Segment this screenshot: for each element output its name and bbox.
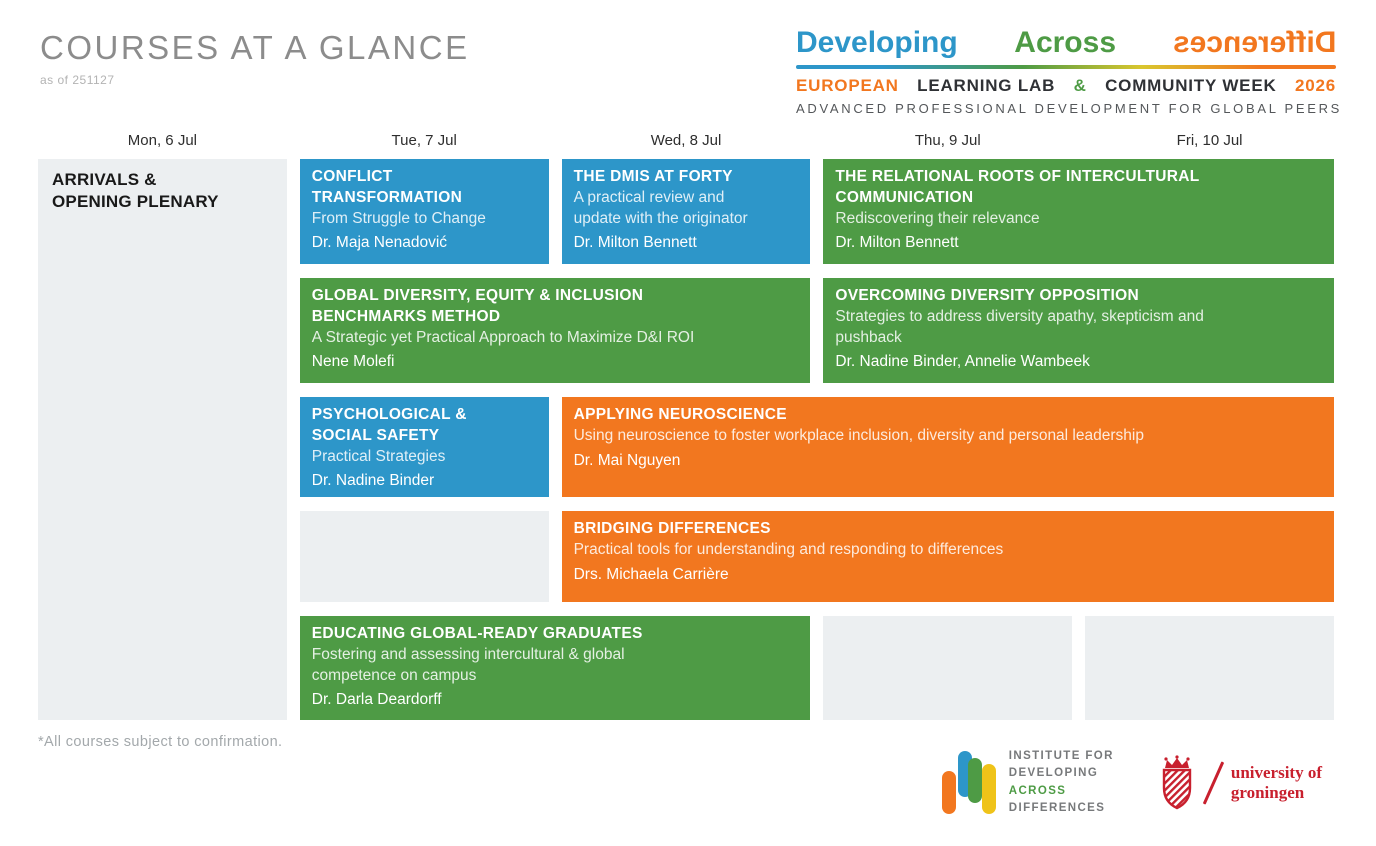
course-card-dmis-at-forty: THE DMIS AT FORTY A practical review and… <box>561 159 811 264</box>
title-block: COURSES AT A GLANCE as of 251127 <box>40 29 470 88</box>
course-subtitle: From Struggle to Change <box>311 209 486 227</box>
wordmark-developing: Developing <box>796 26 958 59</box>
course-presenter: Dr. Mai Nguyen <box>573 451 681 469</box>
empty-cell-tue-row4 <box>299 511 549 602</box>
course-subtitle: Using neuroscience to foster workplace i… <box>573 426 1144 444</box>
institute-logo-icon <box>941 751 997 814</box>
empty-cell-thu-row5 <box>823 616 1073 720</box>
course-presenter: Dr. Darla Deardorff <box>311 691 442 709</box>
course-presenter: Dr. Milton Bennett <box>835 234 959 252</box>
course-title: APPLYING NEUROSCIENCE <box>573 406 787 423</box>
groningen-logo-text: university of groningen <box>1230 762 1322 802</box>
course-card-applying-neuroscience: APPLYING NEUROSCIENCE Using neuroscience… <box>561 397 1334 497</box>
course-card-bridging-differences: BRIDGING DIFFERENCES Practical tools for… <box>561 511 1334 602</box>
course-subtitle: Practical tools for understanding and re… <box>573 540 1004 558</box>
groningen-crest-icon <box>1162 754 1192 809</box>
course-title: CONFLICT TRANSFORMATION <box>311 168 463 206</box>
course-title: THE RELATIONAL ROOTS OF INTERCULTURAL CO… <box>835 168 1200 206</box>
course-title: GLOBAL DIVERSITY, EQUITY & INCLUSION BEN… <box>311 287 644 325</box>
course-card-relational-roots: THE RELATIONAL ROOTS OF INTERCULTURAL CO… <box>823 159 1334 264</box>
footer-logos: INSTITUTE FOR DEVELOPING ACROSS DIFFEREN… <box>941 748 1322 817</box>
course-title: THE DMIS AT FORTY <box>573 168 733 185</box>
day-header-row: Mon, 6 Jul Tue, 7 Jul Wed, 8 Jul Thu, 9 … <box>38 132 1334 152</box>
as-of-date: as of 251127 <box>40 73 115 88</box>
empty-cell-fri-row5 <box>1085 616 1334 720</box>
institute-text-line1: INSTITUTE FOR <box>1008 750 1114 762</box>
gradient-rule <box>796 65 1336 69</box>
brand-logo: Developing Across Differences EUROPEAN L… <box>796 26 1343 116</box>
course-presenter: Dr. Milton Bennett <box>573 234 697 252</box>
schedule-grid: ARRIVALS & OPENING PLENARY CONFLICT TRAN… <box>38 159 1334 720</box>
course-title: PSYCHOLOGICAL & SOCIAL SAFETY <box>311 406 467 444</box>
day-header-wed: Wed, 8 Jul <box>650 132 722 149</box>
course-title: OVERCOMING DIVERSITY OPPOSITION <box>835 287 1139 304</box>
tagline-learning-lab: LEARNING LAB <box>917 76 1056 95</box>
logo-bar-yellow <box>981 764 996 814</box>
day-header-fri: Fri, 10 Jul <box>1176 132 1243 149</box>
wordmark-differences-mirrored: Differences <box>1172 26 1336 59</box>
course-card-conflict-transformation: CONFLICT TRANSFORMATION From Struggle to… <box>299 159 549 264</box>
tagline-community-week: COMMUNITY WEEK <box>1105 76 1277 95</box>
day-header-mon: Mon, 6 Jul <box>127 132 197 149</box>
logo-bar-orange <box>941 771 956 814</box>
arrivals-opening-plenary-block: ARRIVALS & OPENING PLENARY <box>38 159 287 720</box>
wordmark-across: Across <box>1014 26 1116 59</box>
brand-subline: ADVANCED PROFESSIONAL DEVELOPMENT FOR GL… <box>796 101 1343 116</box>
course-subtitle: Practical Strategies <box>311 447 446 465</box>
course-subtitle: Rediscovering their relevance <box>835 209 1040 227</box>
institute-text-line3: ACROSS <box>1008 784 1067 797</box>
institute-text-line2: DEVELOPING <box>1008 767 1099 780</box>
course-presenter: Nene Molefi <box>311 353 395 371</box>
day-header-thu: Thu, 9 Jul <box>914 132 981 149</box>
course-title: EDUCATING GLOBAL-READY GRADUATES <box>311 625 643 642</box>
course-subtitle: A Strategic yet Practical Approach to Ma… <box>311 328 695 346</box>
course-presenter: Dr. Nadine Binder <box>311 472 435 490</box>
brand-tagline: EUROPEAN LEARNING LAB & COMMUNITY WEEK 2… <box>796 76 1336 96</box>
header: COURSES AT A GLANCE as of 251127 Develop… <box>0 0 1376 132</box>
page-title: COURSES AT A GLANCE <box>40 29 470 66</box>
institute-logo-text: INSTITUTE FOR DEVELOPING ACROSS DIFFEREN… <box>1009 748 1114 817</box>
university-of-groningen-logo: university of groningen <box>1156 754 1322 811</box>
course-subtitle: Strategies to address diversity apathy, … <box>835 307 1204 346</box>
tagline-year: 2026 <box>1294 76 1336 95</box>
tagline-european: EUROPEAN <box>796 76 899 95</box>
groningen-slash-icon <box>1202 760 1225 805</box>
brand-wordmark: Developing Across Differences <box>796 26 1336 59</box>
course-card-educating-global-ready-graduates: EDUCATING GLOBAL-READY GRADUATES Fosteri… <box>299 616 811 720</box>
course-card-overcoming-diversity-opposition: OVERCOMING DIVERSITY OPPOSITION Strategi… <box>823 278 1334 383</box>
course-title: BRIDGING DIFFERENCES <box>573 520 771 537</box>
course-card-gdeib-benchmarks: GLOBAL DIVERSITY, EQUITY & INCLUSION BEN… <box>299 278 811 383</box>
day-header-tue: Tue, 7 Jul <box>391 132 457 149</box>
institute-text-line4: DIFFERENCES <box>1008 801 1106 814</box>
course-presenter: Dr. Maja Nenadović <box>311 234 448 252</box>
course-presenter: Drs. Michaela Carrière <box>573 565 729 583</box>
logo-bar-green <box>967 758 982 803</box>
course-subtitle: A practical review and update with the o… <box>573 188 748 227</box>
course-card-psychological-social-safety: PSYCHOLOGICAL & SOCIAL SAFETY Practical … <box>299 397 549 497</box>
course-presenter: Dr. Nadine Binder, Annelie Wambeek <box>835 353 1090 371</box>
footnote: *All courses subject to confirmation. <box>38 734 283 750</box>
course-subtitle: Fostering and assessing intercultural & … <box>311 645 625 684</box>
tagline-ampersand: & <box>1073 76 1087 95</box>
institute-logo: INSTITUTE FOR DEVELOPING ACROSS DIFFEREN… <box>941 748 1114 817</box>
